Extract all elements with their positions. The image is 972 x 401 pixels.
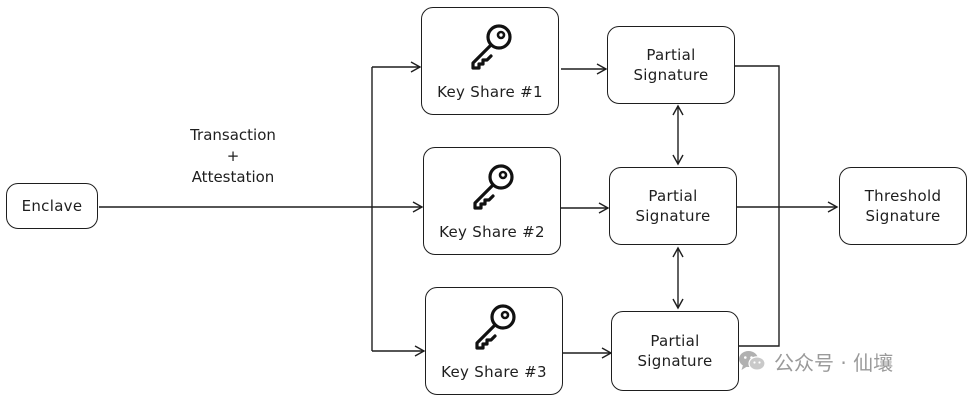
partial-signature-3-label: Partial Signature [637, 332, 713, 370]
threshold-signature-label: Threshold Signature [864, 187, 942, 225]
partial-signature-2-label: Partial Signature [635, 187, 711, 225]
enclave-label: Enclave [21, 197, 83, 215]
wechat-icon [739, 351, 766, 371]
key-icon [475, 304, 516, 350]
watermark: 公众号 · 仙壤 [738, 346, 893, 376]
partial-signature-3-node[interactable]: Partial Signature [611, 311, 739, 391]
threshold-signature-node[interactable]: Threshold Signature [839, 167, 967, 245]
watermark-text: 公众号 · 仙壤 [774, 350, 894, 375]
key-icon [473, 164, 514, 210]
enclave-node[interactable]: Enclave [6, 183, 98, 229]
partial-signature-1-node[interactable]: Partial Signature [607, 26, 735, 104]
partial-signature-1-label: Partial Signature [633, 46, 709, 84]
edge-partial1-to-collector [735, 65, 780, 207]
edge-partial3-to-collector [738, 207, 780, 347]
key-share-2-label: Key Share #2 [439, 223, 545, 241]
key-share-2-node[interactable]: Key Share #2 [423, 147, 561, 255]
key-share-1-label: Key Share #1 [437, 83, 543, 101]
key-share-3-label: Key Share #3 [441, 363, 547, 381]
key-share-3-node[interactable]: Key Share #3 [425, 287, 563, 395]
key-share-1-node[interactable]: Key Share #1 [421, 7, 559, 115]
key-icon [471, 24, 512, 70]
partial-signature-2-node[interactable]: Partial Signature [609, 167, 737, 245]
edge-label-transaction-attestation: Transaction + Attestation [190, 126, 276, 186]
